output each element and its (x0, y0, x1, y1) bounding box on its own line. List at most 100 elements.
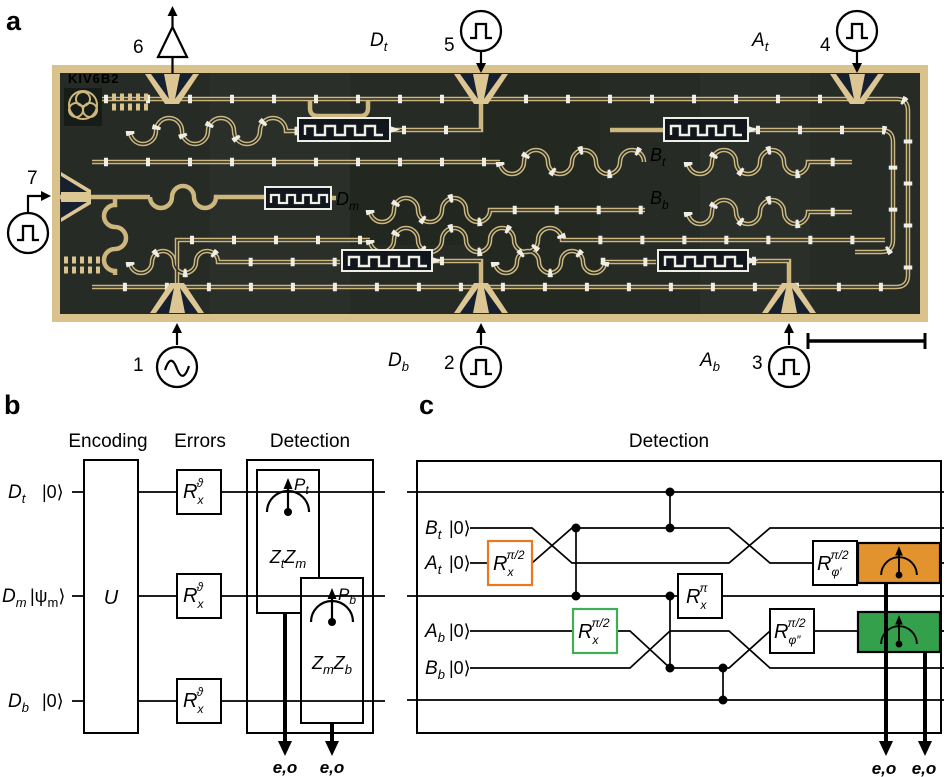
port-number: 1 (133, 355, 144, 376)
gate-Rphi2-pi2-box (769, 608, 815, 654)
gate-Rphi1-pi2-label: Rφ′π/2 (817, 548, 849, 579)
airbridges (104, 94, 913, 292)
bond-pad (150, 283, 204, 313)
gate-Rx-pi-label: Rxπ (686, 581, 708, 612)
arrow-up-icon (784, 323, 794, 333)
cz-lines (575, 492, 724, 700)
chip-logo-icon (64, 88, 102, 126)
sine-glyph-icon (163, 359, 191, 377)
pad-gap (792, 288, 810, 313)
chip-label-Dm: Dm (336, 189, 359, 213)
arrow-down-icon (325, 741, 339, 756)
idc-tip (748, 126, 758, 133)
ket-Db: |0⟩ (42, 691, 64, 711)
chip-label-Bb: Bb (650, 188, 669, 212)
output-label-eo-left-c: e,o (872, 759, 897, 777)
chip-label-Bt: Bt (650, 145, 666, 169)
gate-Rx-theta-label: Rxϑ (183, 685, 204, 716)
chip-micrograph: KIV6B2 Bt Bb Dm (52, 65, 928, 322)
port-number: 3 (752, 353, 763, 374)
detection-box-b (246, 459, 374, 734)
ket-Dm: |ψm⟩ (30, 586, 65, 610)
cz-dot (718, 695, 728, 705)
pulse-source-icon (459, 9, 503, 53)
port-1: 1 (133, 323, 199, 389)
bond-pad (762, 283, 816, 313)
bond-pad (830, 74, 884, 104)
header-encoding: Encoding (68, 431, 147, 452)
pad-gap (860, 74, 878, 99)
gate-Rx-theta-box (176, 573, 222, 619)
output-arrows-c (879, 583, 932, 756)
idc-box (264, 186, 332, 210)
bond-pad (61, 172, 91, 222)
arrow-down-icon (278, 741, 292, 756)
gate-Rx-pi-box (677, 573, 723, 619)
gate-U-box (83, 459, 139, 734)
cz-dot (665, 523, 675, 533)
port-number: 6 (133, 37, 144, 58)
idc-comb (347, 255, 427, 268)
port-4: 4 (820, 9, 879, 73)
gate-U-label: U (104, 587, 119, 609)
ket-At: |0⟩ (449, 553, 471, 573)
pad-gap (484, 288, 502, 313)
arrow-down-icon (879, 741, 893, 756)
port-arrow-line (26, 194, 42, 212)
label-Ab: Ab (699, 350, 720, 374)
gate-Rx-pi2-bottom-label: Rxπ/2 (578, 616, 610, 647)
measurement-boxes (856, 541, 942, 654)
test-pads (112, 93, 152, 111)
port-number: 7 (27, 168, 38, 189)
gate-Rx-theta-box (176, 678, 222, 724)
panel-b: b Encoding Errors Detection Dt |0⟩ Dm |ψ… (2, 390, 385, 777)
cz-dot (571, 591, 581, 601)
cz-dot (665, 663, 675, 673)
wire-label-Dm: Dm (2, 586, 27, 610)
output-arrows-b (278, 613, 339, 756)
arrow-down-icon (918, 741, 932, 756)
idc-tip (390, 126, 400, 133)
test-pads (64, 256, 104, 274)
ket-Ab: |0⟩ (449, 621, 471, 641)
pad-gap (484, 74, 502, 99)
output-label-eo-left: e,o (273, 758, 298, 777)
wire-label-Bb: Bb (425, 658, 445, 682)
cz-dot (665, 487, 675, 497)
pad-gap (61, 176, 87, 192)
arrow-up-icon (172, 323, 182, 333)
arrow-right-icon (41, 191, 51, 201)
gate-Rphi2-pi2-label: Rφ″π/2 (774, 616, 806, 647)
wire-label-Dt: Dt (8, 482, 27, 506)
error-gates: Rxϑ Rxϑ Rxϑ (176, 469, 222, 724)
label-Db: Db (388, 350, 409, 374)
idc-filter-icon (297, 117, 400, 142)
ket-Bt: |0⟩ (449, 518, 471, 538)
idc-filter-icon (341, 249, 442, 272)
idc-comb (269, 193, 329, 205)
pad-gap (768, 288, 786, 313)
gate-Rx-pi2-top-label: Rxπ/2 (493, 548, 525, 579)
pulse-source-icon (459, 345, 503, 389)
panel-b-letter: b (4, 390, 21, 420)
parity-label-ZmZb: ZmZb (311, 653, 352, 677)
bond-pads (61, 74, 884, 313)
panel-a: a (6, 6, 928, 389)
idc-comb (303, 124, 383, 137)
pulse-source-icon (6, 211, 50, 255)
idc-tip (432, 257, 442, 264)
circuit-wires-c (407, 491, 944, 701)
idc-filter-icon (663, 117, 758, 142)
ket-Bb: |0⟩ (449, 658, 471, 678)
output-label-eo-right: e,o (320, 758, 345, 777)
header-detection: Detection (270, 431, 350, 452)
header-errors: Errors (174, 431, 226, 452)
wire-label-Bt: Bt (425, 518, 443, 542)
pad-gap (61, 202, 87, 218)
port-3: 3 (752, 323, 811, 389)
gate-Rphi1-pi2-box (812, 540, 858, 586)
pad-gap (460, 288, 478, 313)
port-number: 4 (820, 35, 831, 56)
arrow-up-icon (167, 6, 178, 16)
port-5: 5 (444, 9, 503, 73)
